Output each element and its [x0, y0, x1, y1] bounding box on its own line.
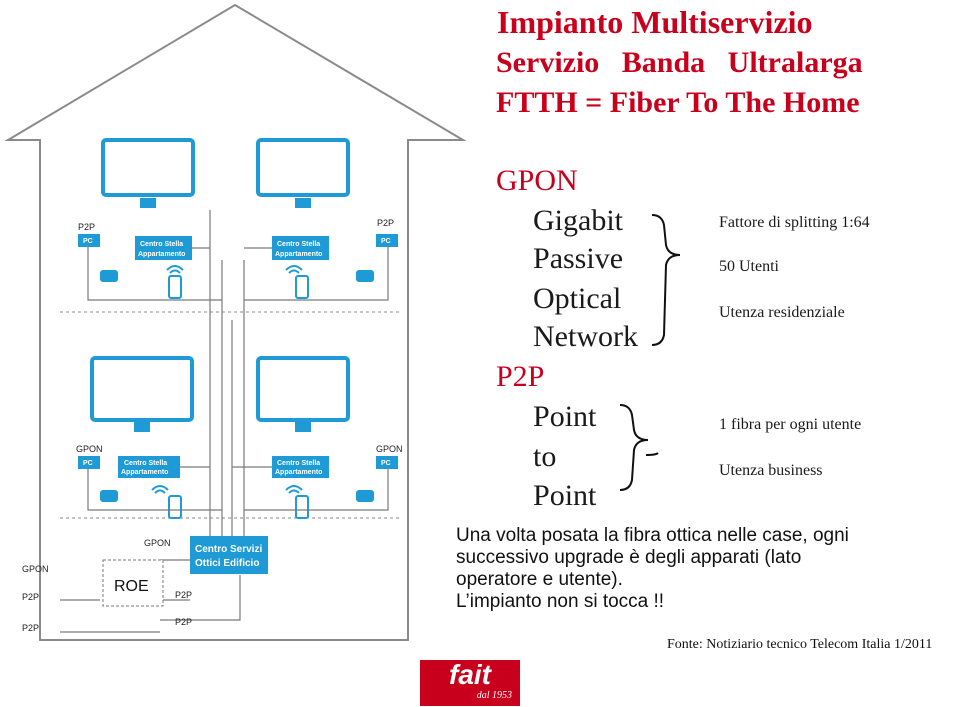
- centro-stella-label: Appartamento: [138, 251, 185, 258]
- centro-stella-label: Centro Stella: [140, 241, 183, 248]
- p2p-label: P2P: [22, 623, 39, 633]
- fait-logo: fait dal 1953: [420, 660, 520, 706]
- gpon-heading: GPON: [496, 164, 578, 197]
- pc-box: PC: [78, 456, 100, 469]
- body-line: operatore e utente).: [456, 569, 623, 590]
- centro-stella-label: Appartamento: [275, 469, 322, 476]
- p2p-note: Utenza business: [719, 462, 823, 479]
- house-outline: [4, 3, 467, 641]
- wifi-icon: [151, 265, 303, 494]
- svg-text:Ottici Edificio: Ottici Edificio: [195, 558, 259, 569]
- phone-icon: [100, 270, 374, 502]
- centro-stella-label: Appartamento: [275, 251, 322, 258]
- body-line: Una volta posata la fibra ottica nelle c…: [456, 525, 849, 546]
- page-subtitle: Servizio Banda Ultralarga: [496, 46, 863, 79]
- p2p-label: P2P: [377, 218, 394, 228]
- p2p-label: P2P: [175, 590, 192, 600]
- centro-stella-label: Centro Stella: [277, 460, 320, 467]
- centro-stella-label: Appartamento: [121, 469, 168, 476]
- p2p-word-to: to: [533, 440, 557, 473]
- centro-stella-box: Centro Stella Appartamento: [135, 236, 192, 260]
- p2p-note: 1 fibra per ogni utente: [719, 416, 862, 433]
- svg-text:Centro Servizi: Centro Servizi: [195, 544, 262, 555]
- gpon-label: GPON: [76, 444, 103, 454]
- centro-stella-label: Centro Stella: [277, 241, 320, 248]
- p2p-word-point: Point: [533, 400, 597, 433]
- centro-stella-label: Centro Stella: [124, 460, 167, 467]
- body-line: successivo upgrade è degli apparati (lat…: [456, 547, 802, 568]
- centro-stella-box: Centro Stella Appartamento: [272, 236, 329, 260]
- gpon-note: 50 Utenti: [719, 258, 779, 275]
- svg-text:PC: PC: [83, 238, 93, 245]
- gpon-note: Fattore di splitting 1:64: [719, 214, 870, 231]
- gpon-label: GPON: [144, 538, 171, 548]
- roe-label: ROE: [114, 578, 149, 595]
- gpon-word-optical: Optical: [533, 282, 622, 315]
- tv-monitor: [90, 138, 350, 422]
- pc-box: PC: [78, 234, 100, 247]
- gpon-label: GPON: [376, 444, 403, 454]
- svg-text:PC: PC: [83, 460, 93, 467]
- pc-box: PC: [376, 234, 398, 247]
- gpon-label: GPON: [22, 564, 49, 574]
- pc-box: PC: [376, 456, 398, 469]
- centro-stella-box: Centro Stella Appartamento: [272, 456, 329, 478]
- p2p-label: P2P: [78, 222, 95, 232]
- gpon-word-passive: Passive: [533, 242, 624, 275]
- centro-stella-box: Centro Stella Appartamento: [118, 456, 180, 478]
- p2p-word-point: Point: [533, 479, 597, 512]
- mobile-icon: [168, 275, 309, 519]
- fiber-lines: [60, 210, 389, 633]
- svg-text:PC: PC: [381, 460, 391, 467]
- body-paragraph: Una volta posata la fibra ottica nelle c…: [456, 525, 956, 613]
- page-subtitle: FTTH = Fiber To The Home: [496, 86, 860, 119]
- gpon-word-network: Network: [533, 320, 638, 353]
- svg-text:PC: PC: [381, 238, 391, 245]
- page-title: Impianto Multiservizio: [497, 4, 813, 40]
- body-line: L’impianto non si tocca !!: [456, 591, 665, 612]
- gpon-note: Utenza residenziale: [719, 304, 845, 321]
- source-citation: Fonte: Notiziario tecnico Telecom Italia…: [667, 637, 933, 652]
- p2p-heading: P2P: [496, 360, 545, 393]
- p2p-label: P2P: [22, 592, 39, 602]
- p2p-label: P2P: [175, 617, 192, 627]
- gpon-word-gigabit: Gigabit: [533, 204, 623, 237]
- centro-servizi-box: Centro Servizi Ottici Edificio: [190, 536, 268, 574]
- monitor-stand: [134, 198, 311, 432]
- brace: [619, 214, 681, 491]
- roe-box: ROE: [102, 559, 164, 607]
